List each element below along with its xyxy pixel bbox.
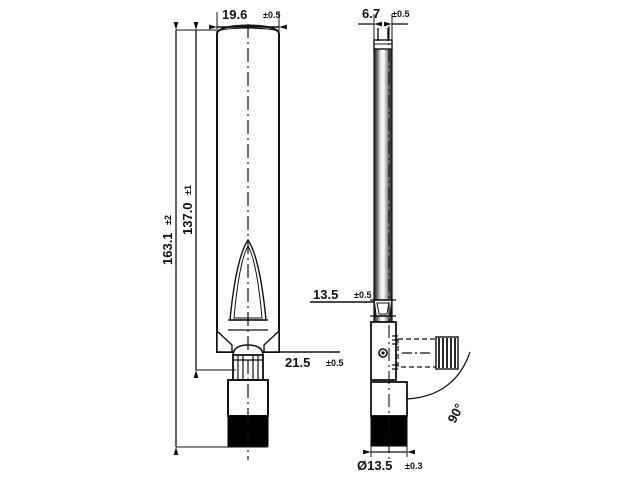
side-taper-inner bbox=[376, 302, 390, 315]
right-chamfer bbox=[263, 329, 280, 353]
dimension-body-length: 137.0 ±1 bbox=[180, 22, 236, 378]
dim-connector-width-value: 21.5 bbox=[285, 355, 310, 370]
dim-side-width-value: 6.7 bbox=[362, 6, 380, 21]
dim-bend-angle-value: 90° bbox=[444, 401, 466, 425]
dim-side-width-tolerance: ±0.5 bbox=[392, 9, 409, 19]
dim-connector-width-tolerance: ±0.5 bbox=[326, 358, 343, 368]
dim-base-diameter-value: Ø13.5 bbox=[357, 458, 392, 473]
dimension-side-width: 6.7 ±0.5 bbox=[358, 6, 409, 44]
dim-top-width-value: 19.6 bbox=[222, 7, 247, 22]
dim-overall-length-value: 163.1 bbox=[160, 232, 175, 265]
dimension-bend-angle: 90° bbox=[444, 401, 466, 425]
dimension-overall-length: 163.1 ±2 bbox=[160, 22, 268, 455]
dimension-base-diameter: Ø13.5 ±0.3 bbox=[357, 446, 422, 473]
dim-top-width-tolerance: ±0.5 bbox=[263, 10, 280, 20]
dim-taper-width-tolerance: ±0.5 bbox=[354, 290, 371, 300]
dim-taper-width-value: 13.5 bbox=[313, 287, 338, 302]
dim-body-length-tolerance: ±1 bbox=[183, 185, 193, 195]
bend-angle-arc bbox=[406, 351, 471, 400]
front-view-group bbox=[216, 24, 280, 460]
hinge-pivot-dot bbox=[381, 351, 385, 355]
hinge-knuckle-lines bbox=[392, 335, 398, 370]
dim-overall-length-tolerance: ±2 bbox=[163, 215, 173, 225]
connector-thread-lines bbox=[438, 338, 456, 368]
dim-body-length-value: 137.0 bbox=[180, 202, 195, 235]
side-view-group bbox=[370, 26, 471, 460]
left-chamfer bbox=[216, 329, 233, 353]
dimension-taper-width: 13.5 ±0.5 bbox=[310, 287, 374, 303]
dimension-connector-width: 21.5 ±0.5 bbox=[279, 351, 343, 370]
dim-base-diameter-tolerance: ±0.3 bbox=[405, 461, 422, 471]
dimension-top-width: 19.6 ±0.5 bbox=[209, 7, 287, 36]
